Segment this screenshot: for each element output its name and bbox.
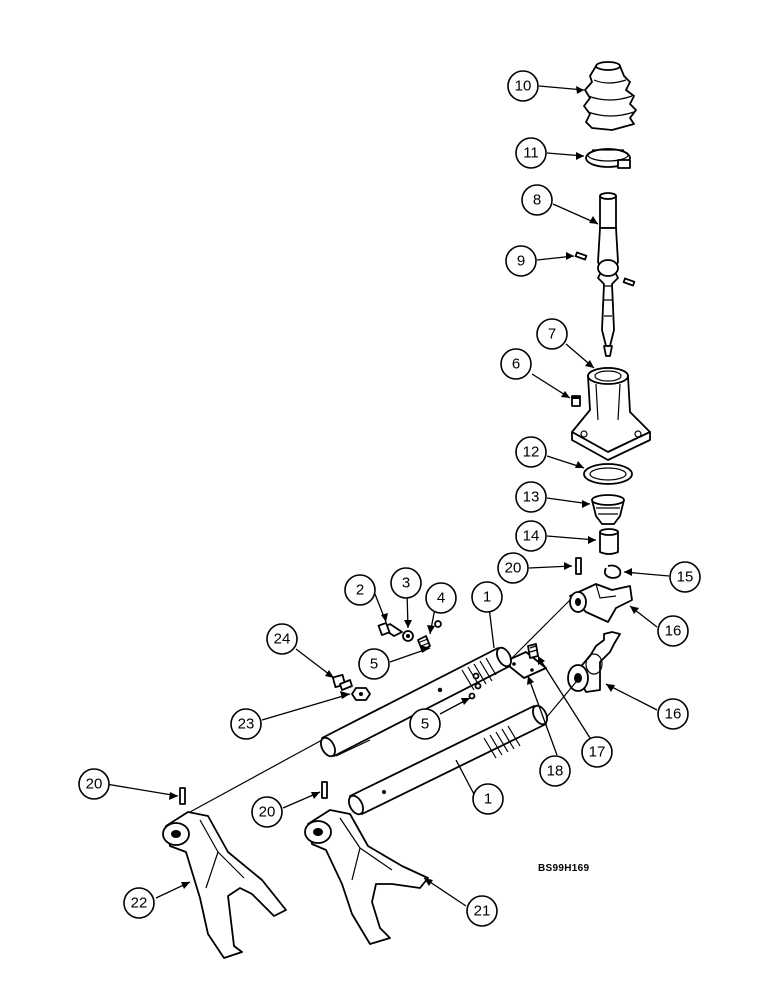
svg-text:8: 8	[533, 192, 541, 209]
roll-pin-top-part	[575, 557, 582, 575]
leader-lines	[105, 85, 670, 907]
shift-lever-part	[597, 192, 619, 357]
callout-20-top: 20	[497, 552, 529, 584]
detent-spring-part	[527, 643, 539, 659]
callout-8: 8	[521, 184, 553, 216]
roll-pins-lower-part	[179, 781, 328, 805]
svg-text:6: 6	[512, 356, 520, 373]
callout-14: 14	[515, 520, 547, 552]
lever-housing-part	[571, 367, 651, 461]
figure-code: BS99H169	[538, 863, 590, 874]
svg-text:20: 20	[259, 804, 276, 821]
svg-text:16: 16	[665, 623, 682, 640]
pins-part	[574, 251, 636, 287]
svg-text:12: 12	[523, 444, 540, 461]
shift-fork-left-part	[162, 811, 287, 959]
svg-text:10: 10	[515, 78, 532, 95]
svg-text:22: 22	[131, 895, 148, 912]
svg-text:4: 4	[437, 590, 445, 607]
boot-part	[583, 61, 637, 131]
svg-text:23: 23	[238, 716, 255, 733]
callout-5-lower: 5	[409, 708, 441, 740]
callout-5-upper: 5	[358, 648, 390, 680]
callout-3: 3	[390, 567, 422, 599]
callout-2: 2	[344, 574, 376, 606]
snap-ring-part	[603, 564, 622, 579]
shift-block-upper-part	[569, 583, 633, 623]
bushing-part	[599, 528, 619, 555]
callout-20-middle: 20	[251, 796, 283, 828]
svg-text:24: 24	[274, 631, 291, 648]
callout-1-upper: 1	[471, 581, 503, 613]
screw-part	[571, 395, 581, 407]
shift-rail-upper-part	[320, 646, 512, 758]
gasket-part	[583, 463, 633, 485]
svg-text:5: 5	[421, 716, 429, 733]
svg-text:11: 11	[523, 145, 539, 162]
bolt-nut-part	[331, 673, 371, 701]
hose-clamp-part	[585, 148, 631, 169]
callout-22: 22	[123, 887, 155, 919]
callout-13: 13	[515, 481, 547, 513]
svg-text:21: 21	[474, 903, 491, 920]
detent-balls-part	[434, 620, 482, 700]
shift-block-lower-part	[567, 631, 621, 693]
svg-text:13: 13	[523, 489, 540, 506]
callout-20-left: 20	[78, 768, 110, 800]
callout-18: 18	[539, 755, 571, 787]
callout-21: 21	[466, 895, 498, 927]
svg-text:15: 15	[677, 569, 694, 586]
shift-fork-right-part	[304, 809, 429, 945]
svg-text:1: 1	[483, 589, 491, 606]
callout-6: 6	[500, 348, 532, 380]
callout-16-lower: 16	[657, 698, 689, 730]
svg-text:18: 18	[547, 763, 564, 780]
callout-15: 15	[669, 561, 701, 593]
svg-text:16: 16	[665, 706, 682, 723]
callout-23: 23	[230, 708, 262, 740]
callout-10: 10	[507, 70, 539, 102]
callout-24: 24	[266, 623, 298, 655]
callout-11: 11	[515, 137, 547, 169]
callout-4: 4	[425, 582, 457, 614]
svg-text:7: 7	[548, 326, 556, 343]
alignment-lines	[189, 599, 577, 813]
seal-part	[591, 494, 625, 525]
callout-9: 9	[505, 245, 537, 277]
callout-17: 17	[581, 736, 613, 768]
callout-7: 7	[536, 318, 568, 350]
svg-text:14: 14	[523, 528, 540, 545]
callout-1-lower: 1	[472, 783, 504, 815]
callout-16-upper: 16	[657, 615, 689, 647]
svg-text:9: 9	[517, 253, 525, 270]
svg-text:20: 20	[86, 776, 103, 793]
svg-text:20: 20	[505, 560, 522, 577]
callout-12: 12	[515, 436, 547, 468]
svg-text:5: 5	[370, 656, 378, 673]
svg-text:1: 1	[484, 791, 492, 808]
svg-text:2: 2	[356, 582, 364, 599]
svg-text:17: 17	[589, 744, 606, 761]
svg-text:3: 3	[402, 575, 410, 592]
